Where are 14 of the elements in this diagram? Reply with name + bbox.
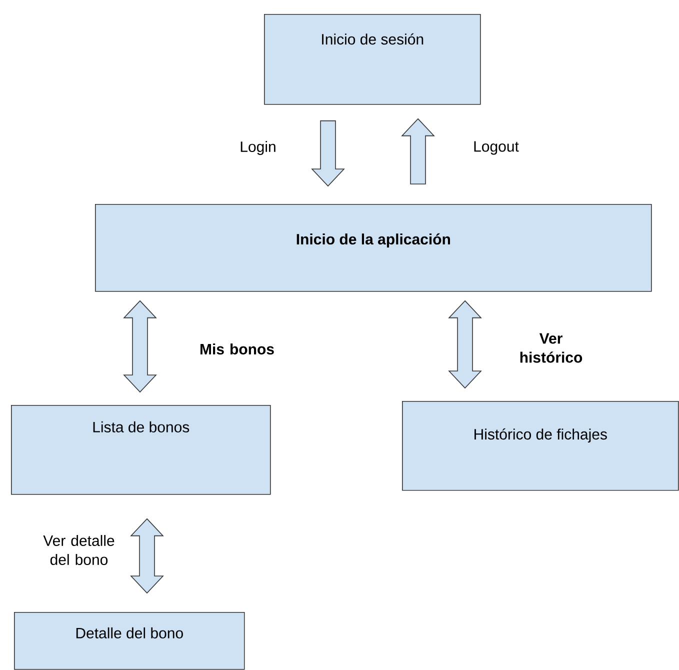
- block-arrow: [123, 300, 157, 393]
- edge-label: Login: [240, 141, 276, 155]
- edge-label: Ver histórico: [520, 333, 582, 363]
- edge-label: Logout: [474, 141, 519, 155]
- block-arrow: [448, 300, 482, 389]
- process-box: Histórico de fichajes: [402, 401, 679, 491]
- process-box: Inicio de sesión: [264, 14, 481, 105]
- edge-label: Ver detalle del bono: [43, 535, 114, 565]
- edge-label: Mis bonos: [200, 344, 274, 354]
- process-box: Lista de bonos: [11, 405, 271, 495]
- block-arrow: [311, 120, 345, 187]
- process-box: Detalle del bono: [14, 612, 245, 670]
- block-arrow: [130, 518, 164, 594]
- process-box: Inicio de la aplicación: [95, 204, 652, 292]
